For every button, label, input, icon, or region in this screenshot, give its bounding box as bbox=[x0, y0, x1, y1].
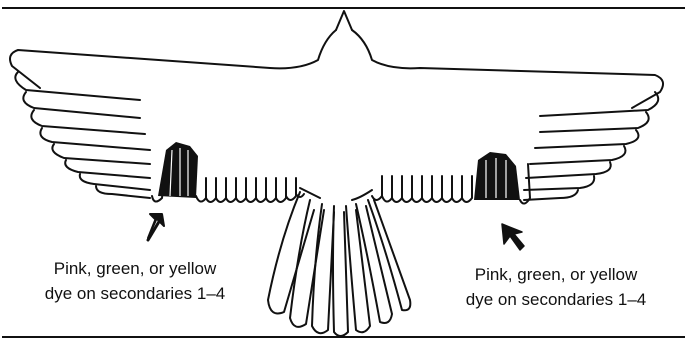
caption-left-line2: dye on secondaries 1–4 bbox=[30, 281, 240, 306]
caption-right: Pink, green, or yellow dye on secondarie… bbox=[448, 262, 664, 312]
bird-head bbox=[336, 11, 352, 30]
arrow-right-icon bbox=[502, 224, 524, 250]
tail-feathers bbox=[268, 192, 410, 336]
dye-patch-right bbox=[474, 152, 520, 200]
dye-patch-left bbox=[158, 142, 198, 198]
left-wing-feathers bbox=[15, 72, 150, 198]
caption-right-line1: Pink, green, or yellow bbox=[448, 262, 664, 287]
caption-left: Pink, green, or yellow dye on secondarie… bbox=[30, 256, 240, 306]
caption-right-line2: dye on secondaries 1–4 bbox=[448, 287, 664, 312]
arrow-left-icon bbox=[148, 214, 164, 240]
bird-body-outline bbox=[10, 30, 336, 88]
right-wing-feathers bbox=[524, 92, 658, 200]
bird-body-outline-right bbox=[352, 30, 663, 108]
caption-left-line1: Pink, green, or yellow bbox=[30, 256, 240, 281]
body-bottom-right bbox=[352, 190, 372, 200]
